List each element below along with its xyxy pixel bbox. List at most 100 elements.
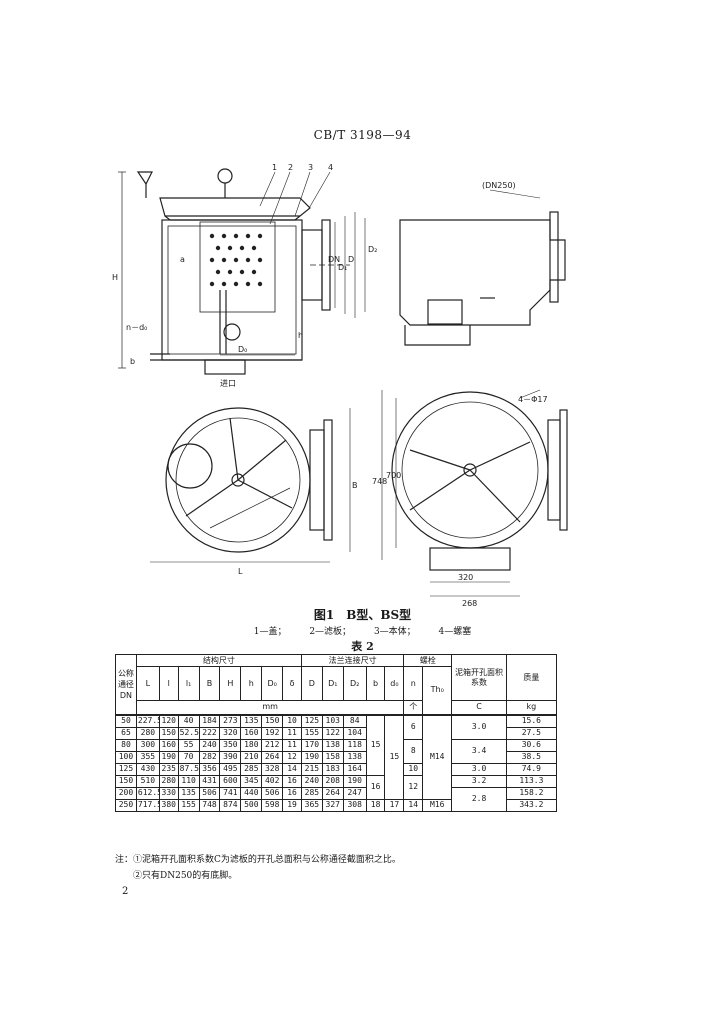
col-b: b [365,666,386,701]
figure-legend: 1—盖； 2—滤板； 3—本体； 4—螺塞 [0,624,725,637]
cell-d0-17: 17 [384,798,405,812]
table-cell: 84 [342,713,367,728]
dim-nd0-label: n－d₀ [126,323,147,332]
table-cell: 612.5 [135,786,160,800]
col-H: H [219,666,242,701]
legend-item: 3—本体； [373,627,416,637]
table-cell: 118 [342,738,367,752]
table-cell: 74.9 [505,762,558,776]
table-cell: 160 [240,726,263,740]
table-cell: 113.3 [505,774,558,788]
dim-268-label: 268 [462,599,477,608]
bolt-label: 4－Φ17 [518,395,548,404]
cell-c-34: 3.4 [451,738,507,764]
table-cell: 183 [321,762,344,776]
header-flange: 法兰连接尺寸 [300,654,405,667]
table-cell: 300 [135,738,160,752]
table-cell: 320 [219,726,242,740]
col-l1: l₁ [177,666,200,701]
spec-table: 公称通径DN 结构尺寸 法兰连接尺寸 螺栓 泥箱开孔面积系数 质量 L l l₁… [115,654,558,812]
table-cell: 222 [198,726,221,740]
dim-b-label: b [130,357,135,366]
table-cell: 510 [135,774,160,788]
table-cell: 500 [240,798,263,812]
dim-bb-label: B [352,481,358,490]
dim-748-label: 748 [372,477,387,486]
table-cell: 15.6 [505,713,558,728]
cell-n-6: 6 [403,713,424,740]
table-cell: 240 [198,738,221,752]
part-2-label: 2 [288,163,293,172]
table-cell: 282 [198,750,221,764]
table-cell: 87.5 [177,762,200,776]
table-cell: 10 [282,713,302,728]
header-dn: 公称通径DN [115,654,137,715]
table-cell: 365 [300,798,323,812]
note-1: 注：①泥箱开孔面积系数C为滤板的开孔总面积与公称通径截面积之比。 [115,855,401,865]
table-cell: 874 [219,798,242,812]
table-cell: 390 [219,750,242,764]
table-cell: 50 [115,713,137,728]
table-cell: 164 [342,762,367,776]
table-cell: 210 [240,750,263,764]
legend-item: 4—螺塞 [438,627,472,637]
table-cell: 120 [158,713,179,728]
dn250-label: (DN250) [482,181,516,190]
table-cell: 125 [115,762,137,776]
table-cell: 264 [261,750,284,764]
dim-h-label: H [112,273,118,282]
front-section-view [118,168,366,375]
table-cell: 330 [158,786,179,800]
table-cell: 717.5 [135,798,160,812]
table-cell: 38.5 [505,750,558,764]
table-cell: 160 [158,738,179,752]
table-cell: 430 [135,762,160,776]
dim-d0-label: D₀ [238,345,247,354]
table-cell: 208 [321,774,344,788]
table-cell: 19 [282,798,302,812]
filter-box-drawing: 1 2 3 4 (DN250) H a n－d₀ b h D₀ 进口 DN D₁… [112,163,568,608]
table-cell: 598 [261,798,284,812]
part-3-label: 3 [308,163,313,172]
table-cell: 14 [282,762,302,776]
table-cell: 80 [115,738,137,752]
table-cell: 212 [261,738,284,752]
table-cell: 138 [342,750,367,764]
inlet-label: 进口 [220,379,236,388]
table-cell: 158 [321,750,344,764]
cell-n-12: 12 [403,774,424,800]
table-cell: 40 [177,713,200,728]
table-cell: 122 [321,726,344,740]
table-cell: 155 [300,726,323,740]
table-cell: 264 [321,786,344,800]
table-cell: 600 [219,774,242,788]
table-cell: 11 [282,738,302,752]
table-cell: 12 [282,750,302,764]
table-cell: 192 [261,726,284,740]
table-cell: 11 [282,726,302,740]
table-cell: 158.2 [505,786,558,800]
col-n: n [403,666,424,701]
cell-b-15: 15 [365,713,386,776]
header-struct: 结构尺寸 [135,654,302,667]
dim-320-label: 320 [458,573,473,582]
table-cell: 16 [282,786,302,800]
table-cell: 280 [135,726,160,740]
header-bolt: 螺栓 [403,654,453,667]
table-cell: 308 [342,798,367,812]
table-cell: 741 [219,786,242,800]
col-l: l [158,666,179,701]
technical-drawing: 1 2 3 4 (DN250) H a n－d₀ b h D₀ 进口 DN D₁… [110,150,590,610]
col-D: D [300,666,323,701]
table-cell: 215 [300,762,323,776]
table-cell: 380 [158,798,179,812]
cell-d0-15: 15 [384,713,405,800]
table-cell: 190 [158,750,179,764]
table-cell: 125 [300,713,323,728]
table-cell: 495 [219,762,242,776]
table-cell: 150 [261,713,284,728]
cell-b-16: 16 [365,774,386,800]
